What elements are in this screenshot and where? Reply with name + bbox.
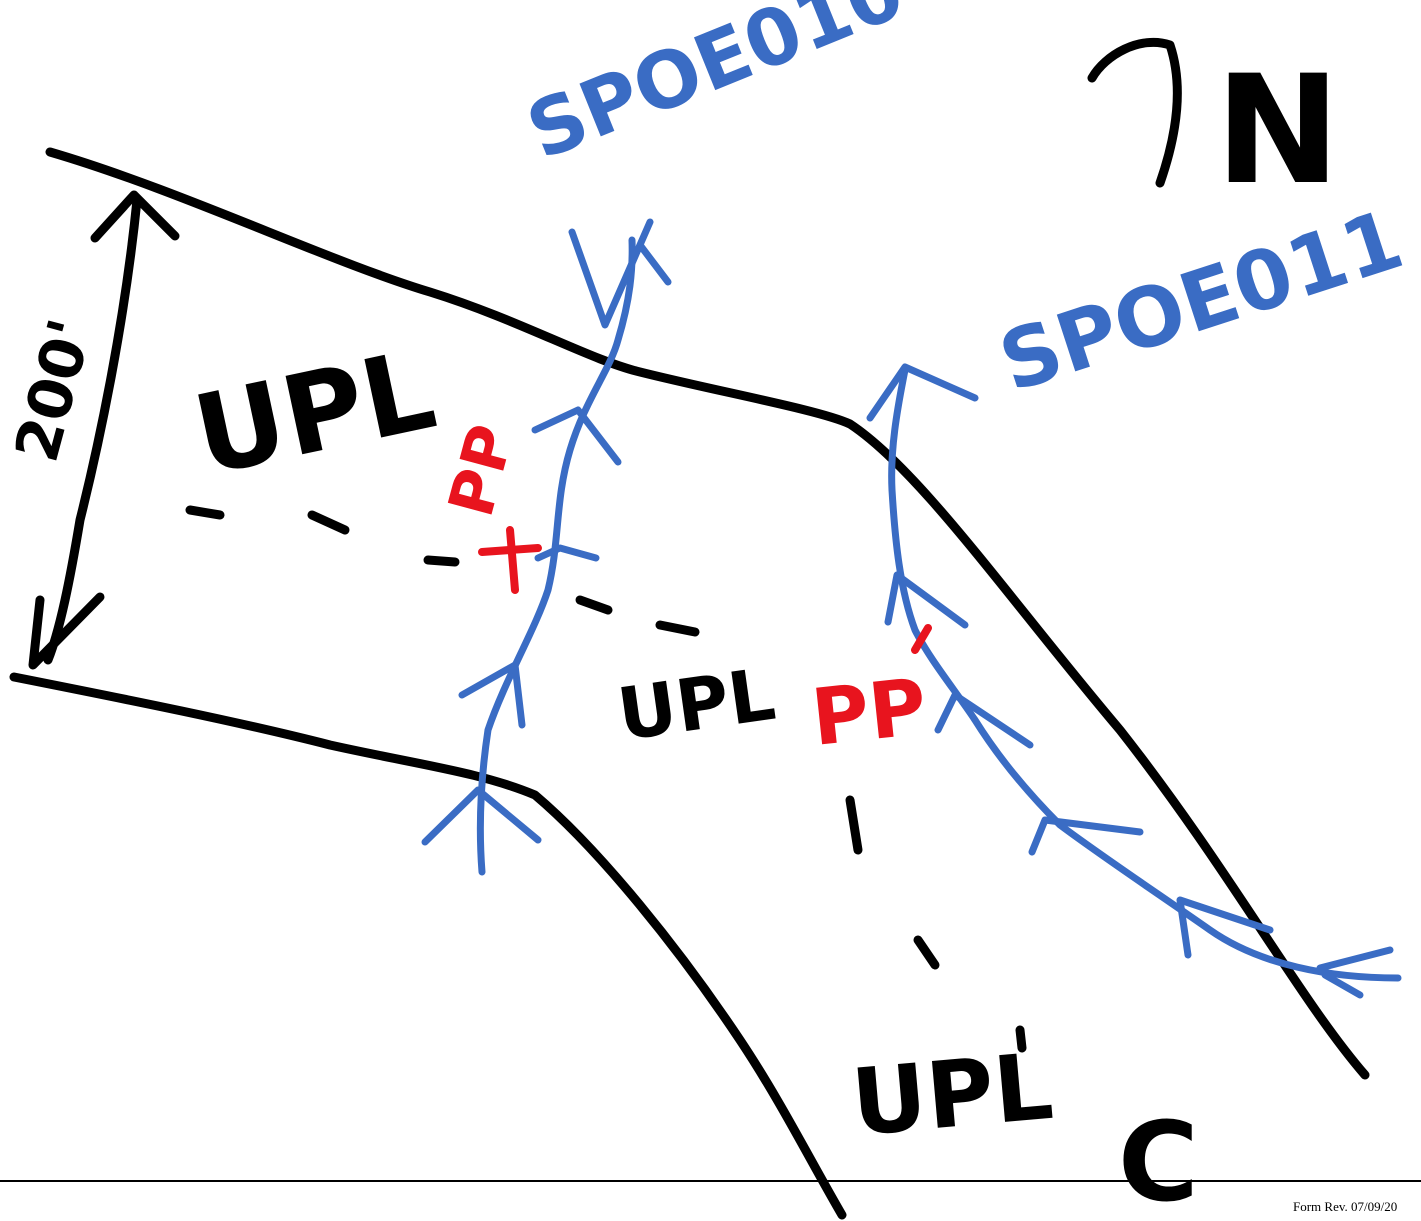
flow-arrowhead (531, 406, 622, 466)
upl-label-bottom: UPL (848, 1033, 1057, 1157)
flow-arrowhead (1028, 816, 1144, 856)
flow-arrowhead (884, 571, 969, 629)
flow-path-right (888, 366, 1402, 982)
centerline-dash (913, 935, 940, 970)
form-revision-label: Form Rev. 07/09/20 (1293, 1199, 1398, 1214)
pp-marker-left (478, 526, 542, 594)
road-edge-lower (9, 672, 847, 1220)
spoe-011-label: SPOE011 (989, 192, 1414, 411)
width-label: 200' (2, 312, 107, 469)
footer-rule (0, 1180, 1421, 1182)
spoe-010-label: SPOE010 (515, 0, 916, 178)
width-dimension-line (43, 195, 142, 665)
width-arrowhead-top (90, 190, 180, 243)
north-arrow (1087, 37, 1182, 188)
flow-path-left (476, 236, 636, 876)
flow-arrowhead (458, 661, 526, 729)
upl-label-top: UPL (184, 325, 445, 500)
pp-marker-right (911, 624, 932, 654)
centerline-dash (423, 555, 460, 567)
flow-arrowhead (568, 218, 672, 329)
north-label: N (1215, 44, 1341, 218)
centerline-dash (575, 595, 613, 615)
centerline-dash (655, 620, 700, 637)
upl-label-middle: UPL (613, 652, 780, 757)
flow-arrowhead (421, 786, 542, 846)
road-edge-upper (45, 147, 1370, 1080)
flow-arrowhead (866, 363, 979, 422)
centerline-dash (1015, 1025, 1027, 1053)
flow-arrowhead (534, 544, 600, 562)
flow-arrowhead (934, 691, 1034, 749)
centerline-dash (307, 510, 350, 535)
pp-label-left: PP (434, 417, 528, 524)
flow-arrowhead (1316, 946, 1394, 999)
centerline-dash (845, 795, 863, 855)
flow-arrowhead (1176, 896, 1274, 959)
width-arrowhead-bottom (28, 592, 105, 670)
pp-label-right: PP (808, 662, 931, 763)
centerline-symbol: C (1118, 1098, 1199, 1221)
centerline-dash (185, 505, 225, 520)
